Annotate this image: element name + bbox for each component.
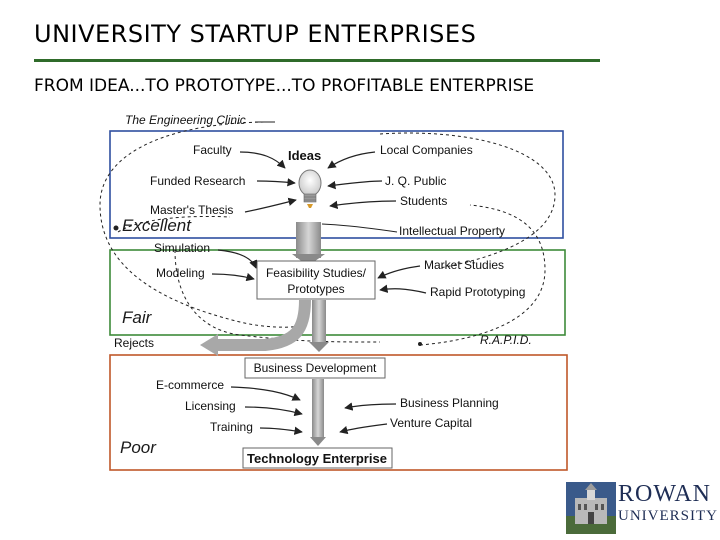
rating-excellent: Excellent (122, 216, 192, 235)
input-masters-thesis: Master's Thesis (150, 203, 233, 217)
arrow-venture-capital (339, 423, 388, 435)
prototype-stage-frame (109, 249, 566, 336)
input-venture-capital: Venture Capital (390, 416, 472, 430)
intellectual-property-label: Intellectual Property (399, 224, 505, 238)
input-students: Students (400, 194, 447, 208)
idea-stage-frame (109, 130, 564, 239)
feasibility-box (256, 260, 376, 300)
page-title: UNIVERSITY STARTUP ENTERPRISES (34, 20, 477, 48)
input-market-studies: Market Studies (424, 258, 504, 272)
business-development-box (244, 357, 386, 379)
arrow-licensing (244, 406, 303, 417)
rejects-flow (215, 299, 311, 351)
lightbulb-icon (298, 169, 322, 208)
input-simulation: Simulation (154, 241, 210, 255)
arrow-rapid-prototyping (379, 284, 427, 294)
flow-shaft-ideas (296, 222, 321, 258)
arrow-masters-thesis (244, 197, 297, 213)
enterprise-stage-frame (109, 354, 568, 471)
arrow-simulation (217, 249, 258, 269)
input-modeling: Modeling (156, 266, 205, 280)
logo-line-2: UNIVERSITY (618, 508, 718, 524)
rejects-flow-head (200, 334, 218, 356)
arrow-business-planning (344, 402, 397, 411)
engineering-clinic-label: The Engineering Clinic (125, 113, 246, 127)
rowan-university-logo (566, 482, 616, 534)
rowan-logo-text: ROWAN UNIVERSITY (618, 482, 718, 524)
excellent-dot (113, 225, 119, 231)
arrow-funded-research (256, 178, 296, 187)
input-jq-public: J. Q. Public (385, 174, 446, 188)
arrow-local-companies (327, 151, 376, 169)
arrow-training (259, 426, 303, 435)
rapid-dot (418, 342, 422, 346)
input-business-planning: Business Planning (400, 396, 499, 410)
flow-shaft-ideas-head (292, 254, 325, 266)
rapid-loop-left (174, 249, 381, 343)
arrow-e-commerce (230, 386, 301, 401)
business-development-label: Business Development (254, 361, 377, 375)
input-training: Training (210, 420, 253, 434)
rapid-label: R.A.P.I.D. (480, 333, 532, 347)
input-e-commerce: E-commerce (156, 378, 224, 392)
feasibility-line-2: Prototypes (287, 282, 344, 296)
input-faculty: Faculty (193, 143, 232, 157)
input-local-companies: Local Companies (380, 143, 473, 157)
input-funded-research: Funded Research (150, 174, 245, 188)
arrow-modeling (211, 272, 255, 282)
input-licensing: Licensing (185, 399, 236, 413)
arrow-market-studies (377, 265, 421, 279)
flow-shaft-business (312, 379, 324, 439)
rating-fair: Fair (122, 308, 153, 327)
feasibility-line-1: Feasibility Studies/ (266, 266, 367, 280)
ip-link (321, 223, 398, 233)
rating-poor: Poor (120, 438, 157, 457)
page-subtitle: FROM IDEA...TO PROTOTYPE...TO PROFITABLE… (34, 76, 535, 96)
input-rapid-prototyping: Rapid Prototyping (430, 285, 525, 299)
arrow-students (329, 200, 397, 210)
technology-enterprise-box (242, 447, 393, 469)
arrow-jq-public (327, 180, 383, 190)
arrow-faculty (239, 151, 286, 169)
logo-line-1: ROWAN (618, 481, 711, 507)
flow-shaft-business-head (310, 437, 326, 446)
title-divider (34, 59, 600, 62)
flow-shaft-feasibility (312, 300, 326, 344)
clinic-loop-right (379, 132, 556, 269)
flow-shaft-feasibility-head (309, 342, 329, 352)
rejects-label: Rejects (114, 336, 154, 350)
ideas-box: Ideas (288, 148, 321, 163)
technology-enterprise-label: Technology Enterprise (247, 451, 387, 466)
clinic-loop-left (99, 121, 301, 328)
